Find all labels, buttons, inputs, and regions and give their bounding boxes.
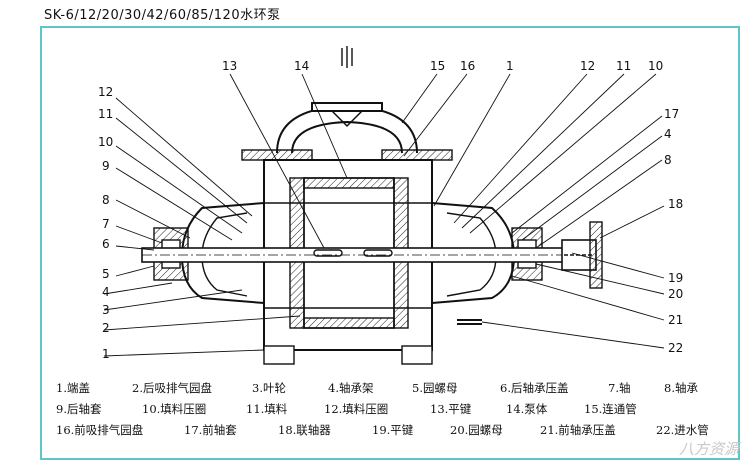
callout-12-left: 12 [98,85,113,99]
drawing-frame [40,26,740,460]
legend-item: 12.填料压圈 [324,402,389,416]
legend-item: 22.进水管 [656,423,709,437]
legend-item: 21.前轴承压盖 [540,423,616,437]
legend-item: 16.前吸排气园盘 [56,423,144,437]
callout-1-top: 1 [506,59,514,73]
callout-9: 9 [102,159,110,173]
callout-22: 22 [668,341,683,355]
callout-18: 18 [668,197,683,211]
legend-item: 14.泵体 [506,402,548,416]
callout-1-left: 1 [102,347,110,361]
legend-item: 2.后吸排气园盘 [132,381,212,395]
callout-6: 6 [102,237,110,251]
legend-item: 4.轴承架 [328,381,374,395]
legend-item: 13.平键 [430,402,472,416]
legend-item: 19.平键 [372,423,414,437]
legend-item: 9.后轴套 [56,402,102,416]
legend-item: 18.联轴器 [278,423,331,437]
legend-item: 11.填料 [246,402,288,416]
legend-row: 9.后轴套 10.填料压圈 11.填料 12.填料压圈 13.平键 14.泵体 … [56,401,732,422]
callout-10-left: 10 [98,135,113,149]
callout-4-left: 4 [102,285,110,299]
callout-8-right: 8 [664,153,672,167]
legend-item: 7.轴 [608,381,631,395]
legend-item: 1.端盖 [56,381,90,395]
callout-11-top: 11 [616,59,631,73]
legend-item: 5.园螺母 [412,381,458,395]
legend-row: 1.端盖 2.后吸排气园盘 3.叶轮 4.轴承架 5.园螺母 6.后轴承压盖 7… [56,380,732,401]
callout-2: 2 [102,321,110,335]
callout-7: 7 [102,217,110,231]
drawing-title: SK-6/12/20/30/42/60/85/120水环泵 [44,8,281,23]
legend-item: 15.连通管 [584,402,637,416]
legend-item: 8.轴承 [664,381,698,395]
watermark: 八方资源 [678,440,739,458]
callout-8-left: 8 [102,193,110,207]
callout-11-left: 11 [98,107,113,121]
legend-item: 6.后轴承压盖 [500,381,569,395]
callout-13: 13 [222,59,237,73]
legend-row: 16.前吸排气园盘 17.前轴套 18.联轴器 19.平键 20.园螺母 21.… [56,422,732,443]
callout-19: 19 [668,271,683,285]
callout-21: 21 [668,313,683,327]
legend-item: 3.叶轮 [252,381,286,395]
callout-3: 3 [102,303,110,317]
callout-10-top: 10 [648,59,663,73]
callout-17: 17 [664,107,679,121]
callout-15: 15 [430,59,445,73]
legend-item: 10.填料压圈 [142,402,207,416]
callout-4-right: 4 [664,127,672,141]
parts-legend: 1.端盖 2.后吸排气园盘 3.叶轮 4.轴承架 5.园螺母 6.后轴承压盖 7… [56,380,732,443]
callout-5: 5 [102,267,110,281]
callout-20: 20 [668,287,683,301]
legend-item: 20.园螺母 [450,423,503,437]
pump-cross-section: 12 11 10 9 8 7 6 5 4 3 2 1 13 14 15 16 1… [98,46,683,365]
callout-16: 16 [460,59,475,73]
callout-14: 14 [294,59,309,73]
callout-12-top: 12 [580,59,595,73]
legend-item: 17.前轴套 [184,423,237,437]
